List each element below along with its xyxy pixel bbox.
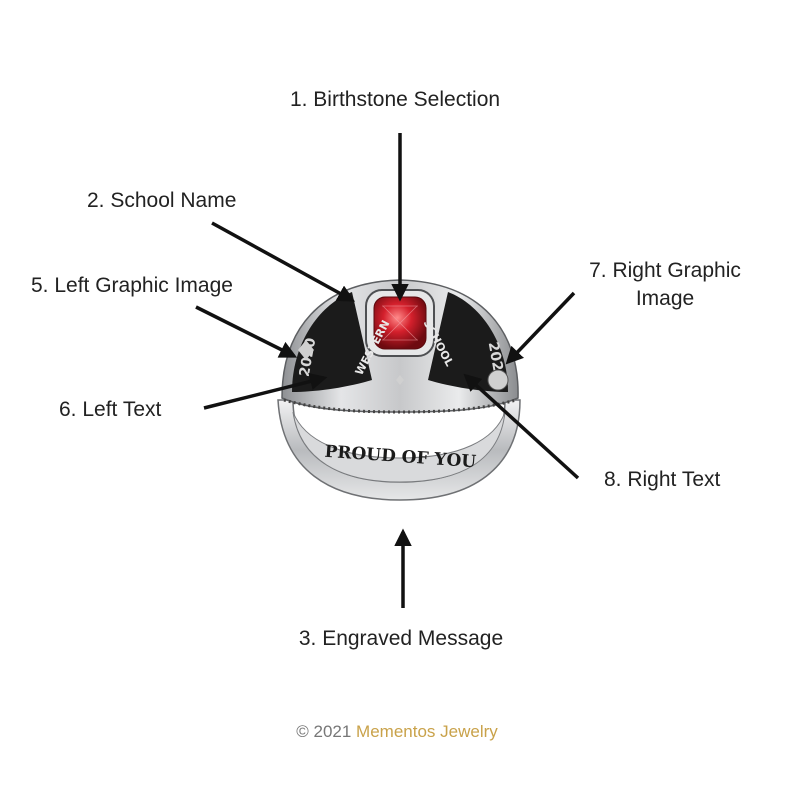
- arrow-right-graphic: [505, 291, 576, 365]
- arrow-left-graphic: [195, 305, 298, 358]
- callout-engraved-message: 3. Engraved Message: [298, 627, 504, 650]
- arrow-school-name: [211, 221, 356, 302]
- ring-band: [277, 399, 521, 501]
- arrow-left-text: [203, 372, 328, 410]
- callout-birthstone: 1. Birthstone Selection: [289, 88, 501, 111]
- callout-right-graphic-line1: 7. Right Graphic: [589, 259, 741, 282]
- callout-left-text: 6. Left Text: [59, 398, 162, 421]
- callout-right-graphic: 7. Right Graphic Image: [570, 257, 760, 313]
- callout-arrows: [195, 133, 580, 608]
- left-graphic-icon: [298, 340, 314, 360]
- callout-right-text: 8. Right Text: [604, 468, 721, 491]
- callout-right-graphic-line2: Image: [635, 287, 695, 310]
- copyright-prefix: © 2021: [296, 722, 352, 741]
- right-graphic-icon: [487, 369, 509, 391]
- copyright: © 2021 Mementos Jewelry: [0, 722, 794, 742]
- brand-name: Mementos Jewelry: [356, 722, 498, 741]
- arrow-right-text: [463, 373, 580, 480]
- birthstone: [365, 289, 435, 357]
- callout-school-name: 2. School Name: [87, 189, 237, 212]
- callout-left-graphic: 5. Left Graphic Image: [31, 274, 233, 297]
